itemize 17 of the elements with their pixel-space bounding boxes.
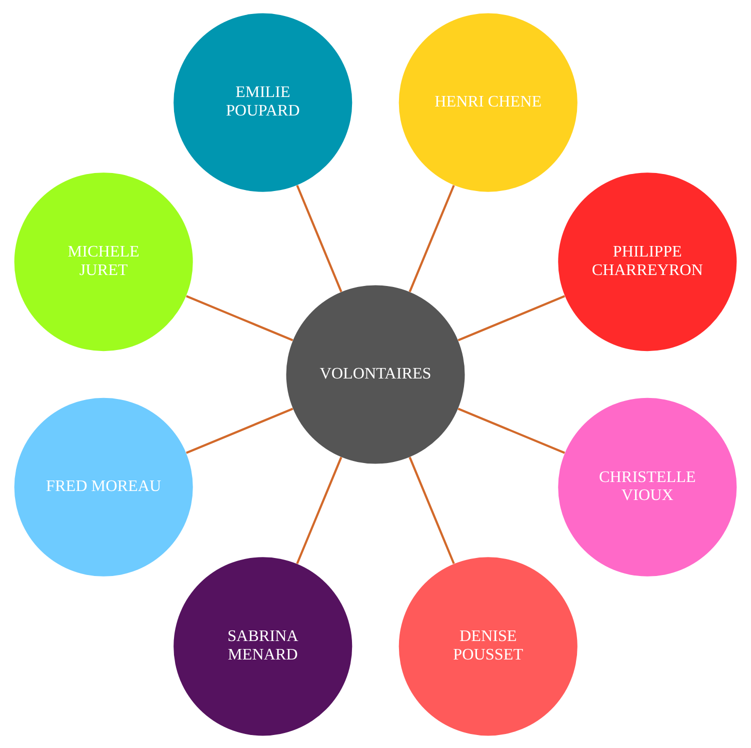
node-circle: DENISE POUSSET (398, 556, 578, 736)
node-circle: SABRINA MENARD (174, 556, 352, 736)
connector (186, 407, 294, 454)
connector (458, 294, 566, 341)
node-circle: HENRI CHENE (398, 12, 578, 192)
node-circle: EMILIE POUPARD (174, 12, 352, 192)
connector (408, 456, 455, 564)
connector (186, 294, 294, 341)
node-circle: FRED MOREAU (14, 397, 193, 576)
connector (458, 407, 566, 454)
connector (408, 184, 455, 292)
node-circle: PHILIPPE CHARREYRON (558, 172, 737, 351)
connector (296, 456, 342, 564)
node-circle: MICHELE JURET (14, 172, 193, 351)
node-circle: CHRISTELLE VIOUX (558, 397, 737, 576)
connector (296, 184, 342, 292)
node-circle: VOLONTAIRES (286, 284, 465, 464)
